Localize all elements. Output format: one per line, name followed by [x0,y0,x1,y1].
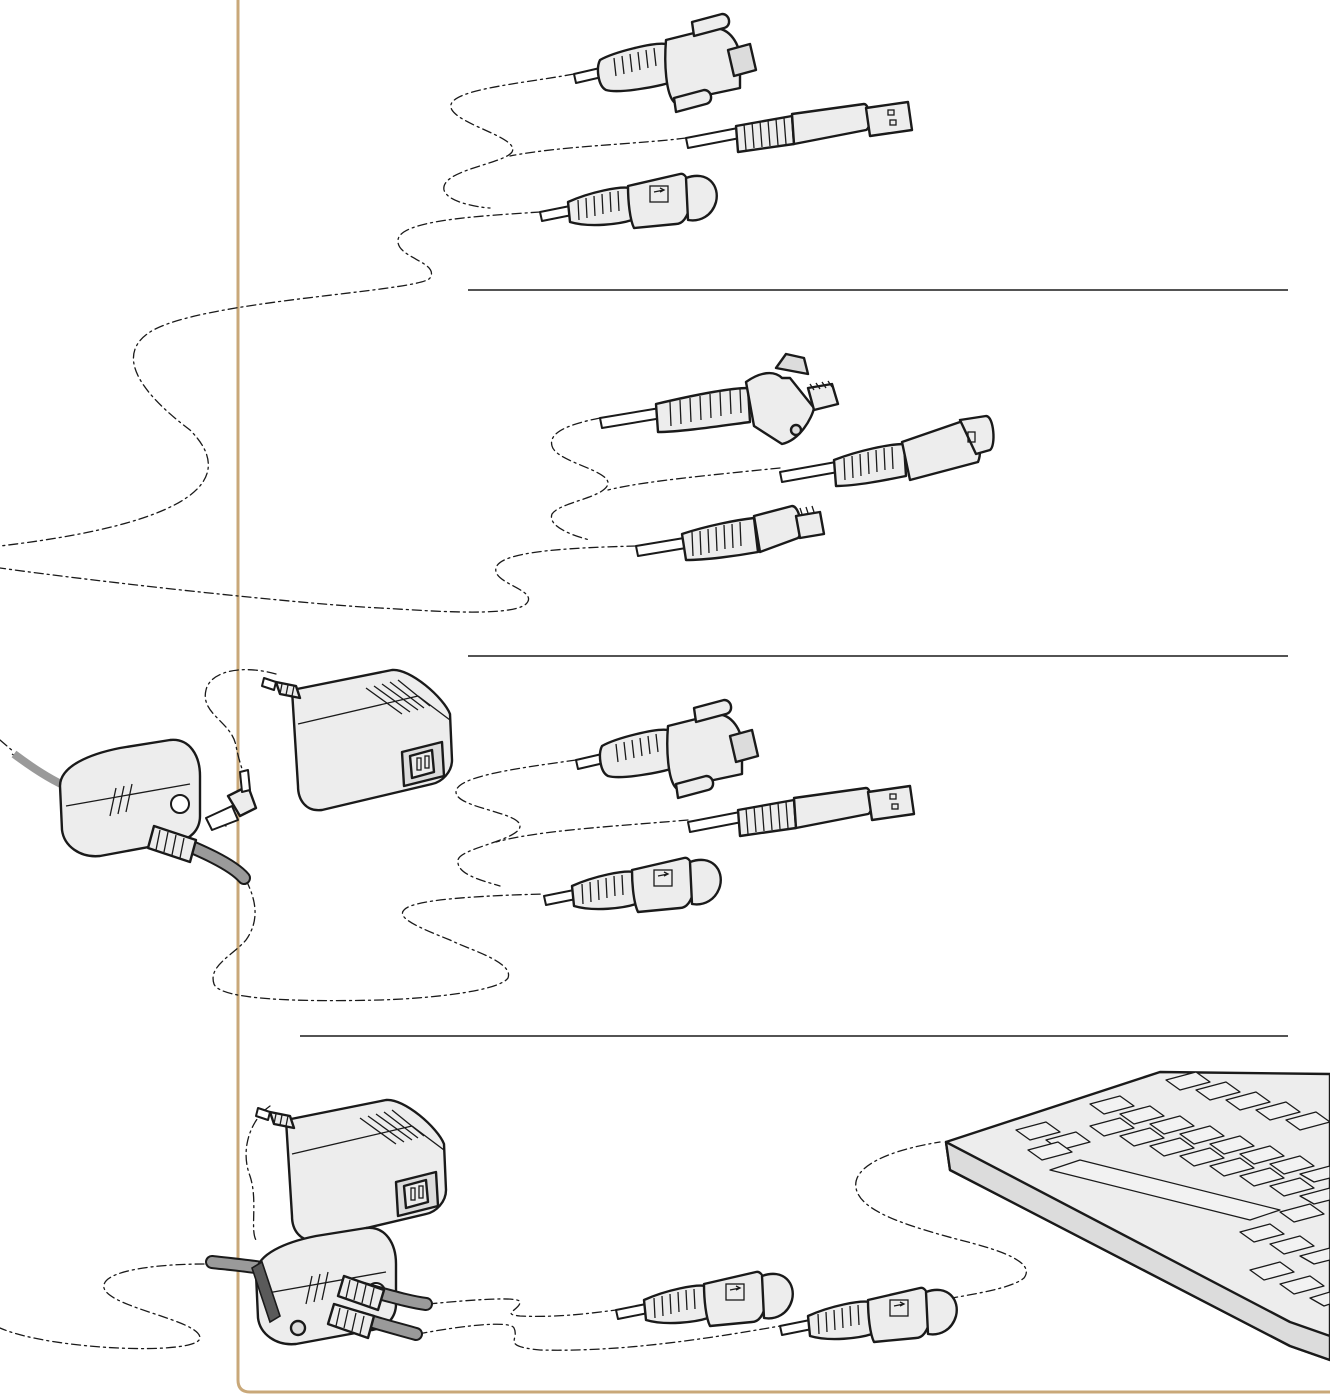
ps2-connector-icon [616,1272,793,1326]
cable-group-2 [600,354,993,560]
y-cable-splitter-icon [12,740,256,878]
usb-connector-icon [688,786,914,836]
cable-group-1 [540,14,912,228]
ps2-connector-icon [780,1288,957,1342]
cable-group-4 [212,1072,1330,1360]
power-adapter-icon [256,1100,446,1240]
cable-group-3 [12,670,914,912]
rj-connector-icon [636,506,824,560]
db9-connector-icon [574,14,756,112]
usb-connector-icon [686,102,912,152]
modular-connector-icon [600,354,838,444]
ps2-connector-icon [540,174,717,228]
ps2-connector-icon [544,858,721,912]
keyboard-icon [946,1072,1330,1360]
db9-connector-icon [576,700,758,798]
cable-paths [0,74,1026,1350]
pos-connector-icon [780,416,993,486]
power-adapter-icon [262,670,452,810]
y-cable-splitter-icon [212,1228,426,1344]
